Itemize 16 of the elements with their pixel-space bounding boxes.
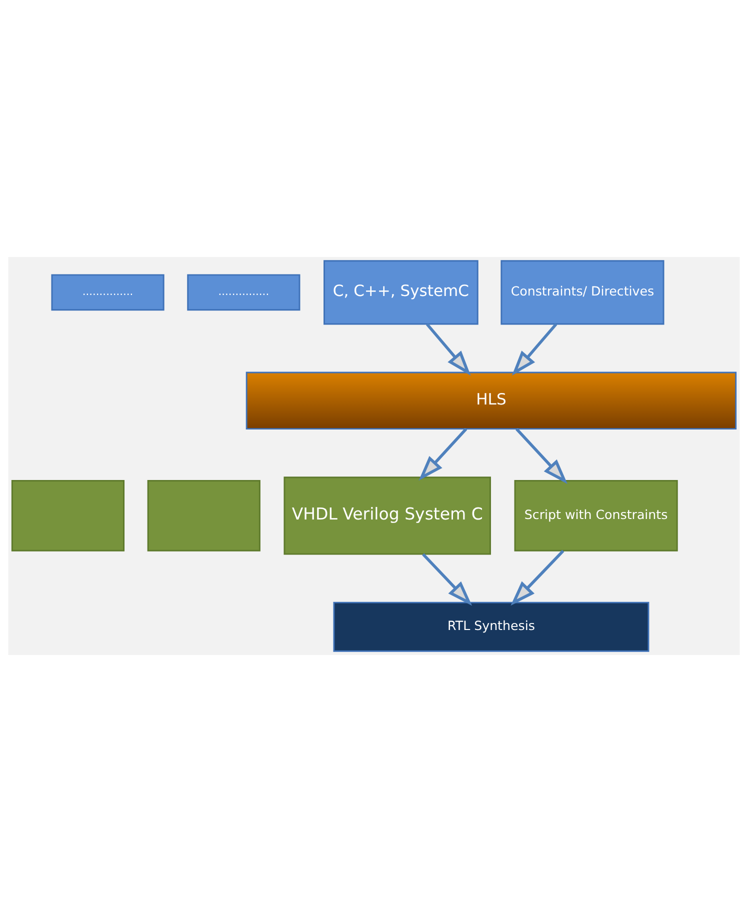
arrow: [516, 428, 568, 484]
arrow: [512, 323, 558, 376]
node-box: ...............: [187, 274, 300, 311]
node-box: C, C++, SystemC: [324, 260, 478, 325]
node-box: RTL Synthesis: [333, 602, 650, 652]
node-box: VHDL Verilog System C: [284, 476, 491, 555]
node-box: HLS: [246, 372, 737, 430]
arrow: [422, 553, 472, 606]
arrow: [418, 428, 468, 481]
node-box: Constraints/ Directives: [500, 260, 664, 325]
arrow: [510, 550, 564, 606]
node-box: Script with Constraints: [514, 480, 678, 552]
node-box: ...............: [51, 274, 164, 311]
node-box: [147, 480, 260, 552]
node-box: [11, 480, 125, 552]
arrow: [426, 323, 471, 376]
